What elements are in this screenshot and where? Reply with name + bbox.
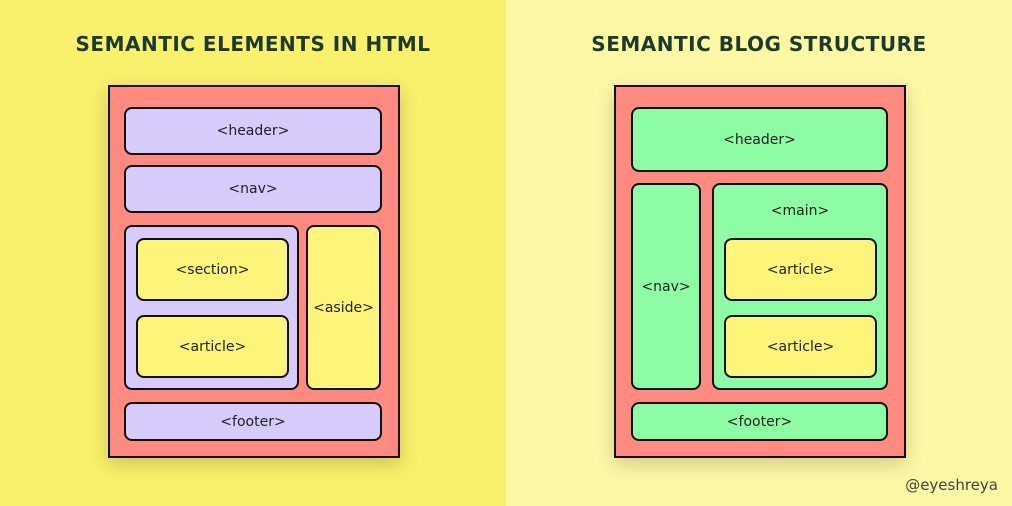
right-header-box: <header> <box>631 107 888 172</box>
left-header-box: <header> <box>124 107 382 155</box>
author-credit: @eyeshreya <box>905 476 998 494</box>
right-article-box-2: <article> <box>724 315 877 378</box>
left-title: SEMANTIC ELEMENTS IN HTML <box>75 32 431 56</box>
left-aside-box: <aside> <box>306 225 381 390</box>
left-footer-box: <footer> <box>124 402 382 441</box>
right-footer-box: <footer> <box>631 402 888 441</box>
left-nav-box: <nav> <box>124 165 382 213</box>
left-article-box: <article> <box>136 315 289 378</box>
left-section-box: <section> <box>136 238 289 301</box>
right-nav-box: <nav> <box>631 183 701 390</box>
right-title: SEMANTIC BLOG STRUCTURE <box>591 32 927 56</box>
right-article-box-1: <article> <box>724 238 877 301</box>
